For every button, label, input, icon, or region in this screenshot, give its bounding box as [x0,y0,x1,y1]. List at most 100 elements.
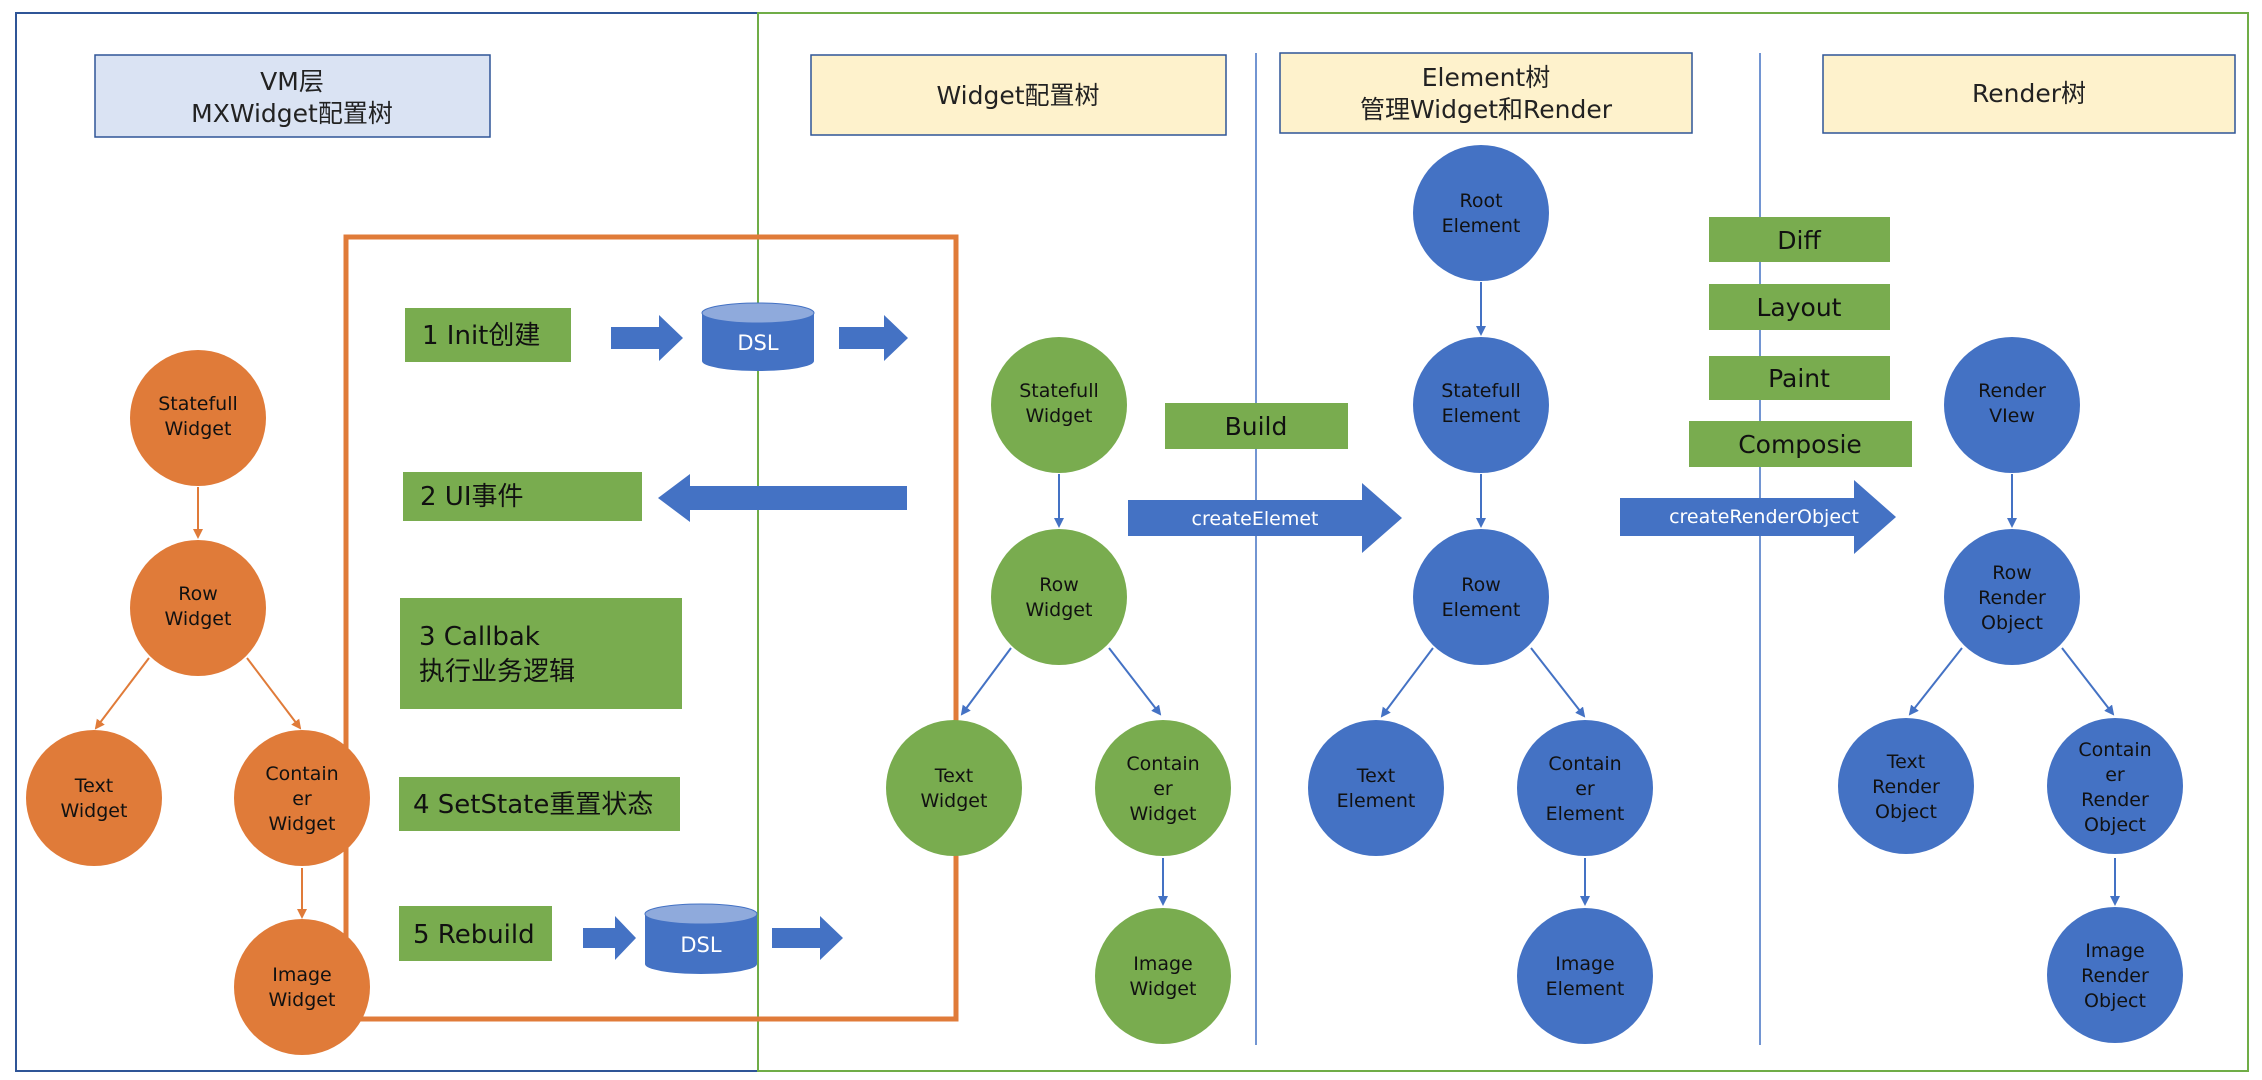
svg-text:Row: Row [1039,574,1079,596]
svg-text:Statefull: Statefull [1441,380,1521,402]
svg-text:Contain: Contain [1126,753,1199,775]
svg-text:Contain: Contain [1548,753,1621,775]
arrow-create-element: createElemet [1128,483,1402,553]
dsl-top-cylinder: DSL [701,302,815,371]
header-vm-layer: VM层 MXWidget配置树 [94,54,491,138]
arrow-dsl-to-rebuild-target [772,916,843,960]
svg-text:3 Callbak: 3 Callbak [419,622,540,652]
svg-text:Widget: Widget [165,418,232,440]
flutter-layer-frame [757,12,2249,1072]
svg-text:er: er [1153,778,1173,800]
svg-text:Render: Render [1872,776,1940,798]
arrow-ui-event-back [658,474,907,522]
svg-text:Row: Row [178,583,218,605]
svg-text:Render: Render [1978,587,2046,609]
svg-text:5 Rebuild: 5 Rebuild [413,920,535,950]
step-init: 1 Init创建 [405,308,571,362]
render-step-diff: Diff [1709,217,1890,262]
widget-node-text: Text Widget [886,720,1022,856]
process-frame [343,234,959,1022]
header-vm-line1: VM层 [260,67,324,96]
svg-text:Element: Element [1337,790,1416,812]
render-tree-edges [1908,474,2120,906]
vm-node-statefull-widget: Statefull Widget [130,350,266,486]
svg-text:Diff: Diff [1777,226,1821,255]
svg-text:Widget: Widget [269,813,336,835]
svg-text:VIew: VIew [1989,405,2035,427]
svg-text:Row: Row [1461,574,1501,596]
svg-text:Image: Image [2085,940,2145,962]
vm-node-container-widget: Contain er Widget [234,730,370,866]
header-render-tree: Render树 [1822,54,2236,134]
svg-text:Text: Text [934,765,973,787]
svg-text:Widget: Widget [61,800,128,822]
element-node-image: Image Element [1517,908,1653,1044]
render-node-row: Row Render Object [1944,529,2080,665]
arrow-init-to-dsl [611,315,683,361]
svg-text:Render: Render [2081,965,2149,987]
svg-text:Contain: Contain [265,763,338,785]
svg-text:DSL: DSL [680,933,722,957]
svg-text:Statefull: Statefull [158,393,238,415]
vm-node-image-widget: Image Widget [234,919,370,1055]
element-node-root: Root Element [1413,145,1549,281]
svg-text:Element: Element [1442,405,1521,427]
svg-text:DSL: DSL [737,331,779,355]
header-element-line1: Element树 [1422,63,1551,92]
element-node-container: Contain er Element [1517,720,1653,856]
step-ui-event: 2 UI事件 [403,472,642,521]
svg-text:Element: Element [1442,599,1521,621]
svg-text:Layout: Layout [1757,293,1842,322]
render-node-text: Text Render Object [1838,718,1974,854]
svg-text:Object: Object [1981,612,2043,634]
render-step-compose: Composie [1689,421,1912,467]
svg-text:Text: Text [1356,765,1395,787]
step-callback: 3 Callbak 执行业务逻辑 [400,598,682,709]
svg-text:Image: Image [1555,953,1615,975]
svg-text:Object: Object [1875,801,1937,823]
svg-text:createRenderObject: createRenderObject [1669,506,1859,528]
svg-text:Render: Render [1978,380,2046,402]
svg-text:Text: Text [74,775,113,797]
render-node-container: Contain er Render Object [2047,718,2183,854]
svg-text:Contain: Contain [2078,739,2151,761]
vm-node-text-widget: Text Widget [26,730,162,866]
svg-text:Widget: Widget [1130,803,1197,825]
widget-node-row: Row Widget [991,529,1127,665]
svg-text:1 Init创建: 1 Init创建 [422,321,540,351]
widget-node-image: Image Widget [1095,908,1231,1044]
svg-text:Image: Image [1133,953,1193,975]
svg-text:er: er [2105,764,2125,786]
header-element-line2: 管理Widget和Render [1360,95,1613,124]
dsl-bottom-cylinder: DSL [644,903,758,974]
build-label-box: Build [1165,403,1348,449]
svg-text:Object: Object [2084,990,2146,1012]
svg-text:Row: Row [1992,562,2032,584]
vm-tree-edges [94,487,307,919]
svg-text:Widget: Widget [1026,405,1093,427]
svg-text:Element: Element [1546,978,1625,1000]
svg-text:Paint: Paint [1768,364,1830,393]
render-step-layout: Layout [1709,284,1890,330]
element-node-row: Row Element [1413,529,1549,665]
svg-text:Element: Element [1546,803,1625,825]
element-node-statefull: Statefull Element [1413,337,1549,473]
svg-text:Widget: Widget [269,989,336,1011]
element-node-text: Text Element [1308,720,1444,856]
vm-node-row-widget: Row Widget [130,540,266,676]
render-node-view: Render VIew [1944,337,2080,473]
svg-text:Image: Image [272,964,332,986]
arrow-dsl-to-widget [839,315,908,361]
svg-text:2 UI事件: 2 UI事件 [420,482,524,512]
svg-text:Build: Build [1225,412,1288,441]
svg-text:4 SetState重置状态: 4 SetState重置状态 [413,790,653,820]
svg-text:执行业务逻辑: 执行业务逻辑 [419,657,575,687]
svg-text:Statefull: Statefull [1019,380,1099,402]
svg-text:er: er [1575,778,1595,800]
svg-text:Widget: Widget [1026,599,1093,621]
header-element-tree: Element树 管理Widget和Render [1279,52,1693,134]
widget-node-statefull: Statefull Widget [991,337,1127,473]
svg-text:Composie: Composie [1738,430,1862,459]
header-render-label: Render树 [1972,79,2086,108]
svg-text:Root: Root [1459,190,1502,212]
